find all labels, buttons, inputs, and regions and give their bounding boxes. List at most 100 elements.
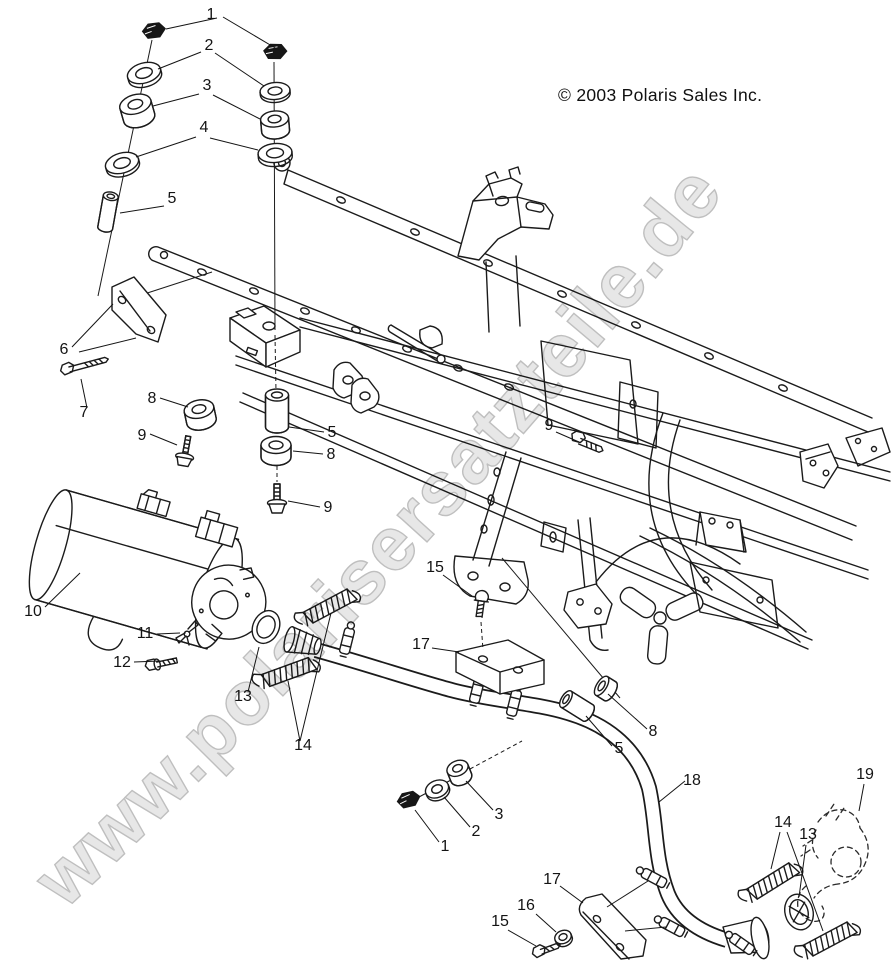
- leader-line: [135, 136, 197, 158]
- leader-line: [431, 647, 460, 653]
- callout-label-13: 13: [799, 826, 817, 843]
- callout-label-17: 17: [543, 871, 561, 888]
- muffler: [28, 488, 267, 651]
- bushing-part: [259, 110, 291, 140]
- callout-label-10: 10: [24, 603, 42, 620]
- callout-label-2: 2: [472, 823, 481, 840]
- leader-line: [507, 929, 537, 947]
- leader-line: [798, 844, 807, 898]
- callout-label-9: 9: [324, 499, 333, 516]
- bushing-part: [260, 435, 292, 467]
- callout-label-16: 16: [517, 897, 535, 914]
- leader-line: [133, 660, 161, 663]
- callout-label-6: 6: [60, 341, 69, 358]
- leader-line: [80, 378, 88, 409]
- callout-label-1: 1: [441, 838, 450, 855]
- spacer-part: [264, 388, 290, 434]
- leader-line: [858, 783, 865, 812]
- copyright-text: © 2003 Polaris Sales Inc.: [558, 85, 762, 105]
- leader-line: [299, 612, 332, 742]
- callout-label-9: 9: [138, 427, 147, 444]
- washer-part: [104, 151, 141, 178]
- leader-line: [292, 450, 324, 455]
- leader-line: [149, 433, 178, 446]
- leader-line: [157, 51, 202, 70]
- mount-bracket-6: [111, 276, 167, 343]
- leader-line: [209, 137, 259, 151]
- callout-label-8: 8: [327, 446, 336, 463]
- leader-line: [165, 17, 218, 30]
- nut-part: [140, 20, 168, 41]
- leader-line: [442, 574, 473, 597]
- leader-line: [78, 337, 137, 353]
- frame-structure: [134, 154, 891, 699]
- leader-line: [119, 205, 165, 214]
- leader-line: [786, 831, 824, 932]
- leader-line: [159, 397, 189, 408]
- fastener-stack-right: [257, 42, 293, 514]
- leader-line: [559, 885, 584, 904]
- callout-label-12: 12: [113, 654, 131, 671]
- head-pipe-18: [283, 620, 770, 960]
- leader-line: [414, 809, 440, 843]
- leader-line: [443, 796, 471, 828]
- leader-line: [214, 52, 265, 87]
- leader-line: [287, 500, 321, 508]
- fastener-stack-bottom: [394, 740, 523, 811]
- callout-label-15: 15: [426, 559, 444, 576]
- callout-label-15: 15: [491, 913, 509, 930]
- heat-shield-bracket-17a: [455, 639, 545, 695]
- leader-line: [288, 426, 325, 433]
- bushing-8: [183, 399, 217, 431]
- fastener-stack-left: [97, 20, 168, 297]
- bushing-8c: [593, 675, 618, 702]
- leader-line: [607, 693, 648, 730]
- washer-part: [126, 61, 163, 89]
- callout-label-5: 5: [168, 190, 177, 207]
- leader-line: [222, 16, 278, 50]
- spacer-5c: [558, 690, 595, 722]
- nut-part: [262, 42, 288, 61]
- callout-label-3: 3: [203, 77, 212, 94]
- bolt-9-frame: [571, 430, 604, 453]
- callout-label-11: 11: [137, 625, 154, 642]
- exhaust-gasket-13: [251, 609, 281, 645]
- bolt-15b: [531, 942, 561, 959]
- leader-line: [535, 913, 557, 933]
- callout-label-13: 13: [234, 688, 252, 705]
- callout-label-3: 3: [495, 806, 504, 823]
- leader-line: [770, 831, 781, 870]
- washer-16: [554, 929, 574, 948]
- callout-label-9: 9: [545, 417, 554, 434]
- leader-line: [44, 572, 81, 608]
- bushing-part: [119, 93, 156, 129]
- callout-label-5: 5: [328, 424, 337, 441]
- leader-line: [212, 94, 261, 120]
- callout-label-4: 4: [200, 119, 209, 136]
- screw-15a: [473, 589, 489, 618]
- callout-label-18: 18: [683, 772, 701, 789]
- callout-label-1: 1: [207, 6, 216, 23]
- spacer-part: [97, 191, 119, 233]
- callout-label-5: 5: [615, 740, 624, 757]
- leader-line: [71, 303, 114, 348]
- leader-line: [555, 431, 580, 443]
- leader-line: [585, 715, 613, 747]
- washer-part: [259, 81, 291, 104]
- callout-label-8: 8: [649, 723, 658, 740]
- clip-11: [175, 620, 199, 646]
- callout-label-14: 14: [294, 737, 312, 754]
- leader-line: [247, 646, 260, 693]
- bolt-7: [59, 356, 109, 376]
- bolt-9: [175, 435, 195, 468]
- washer-part: [257, 142, 293, 168]
- leader-line: [152, 93, 200, 107]
- leader-line: [287, 680, 301, 742]
- callout-label-7: 7: [80, 404, 89, 421]
- rear-outlet-19-dashed: [797, 803, 869, 922]
- gasket-13b: [783, 893, 815, 931]
- pipe-bracket-17b: [578, 880, 667, 960]
